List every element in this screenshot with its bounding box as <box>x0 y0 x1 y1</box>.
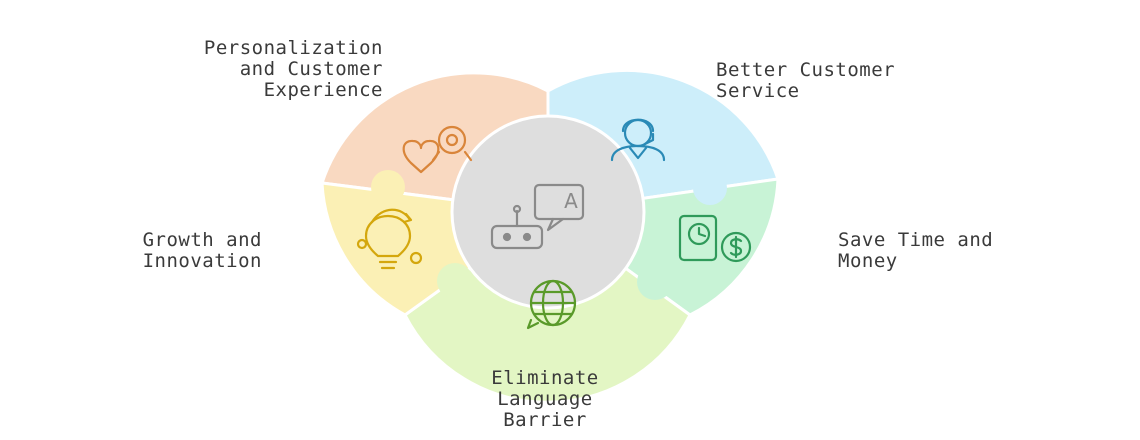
puzzle-nub <box>437 263 473 299</box>
label-growth-innovation: Growth and Innovation <box>142 229 262 272</box>
robot-translate-icon: A <box>490 183 585 250</box>
hub-circle <box>450 114 646 310</box>
label-save-time-money: Save Time and Money <box>838 229 994 272</box>
puzzle-nub <box>371 170 405 204</box>
lightbulb-icon <box>356 208 423 270</box>
heart-hand-icon <box>402 125 473 174</box>
support-agent-icon <box>610 118 666 162</box>
globe-chat-icon <box>526 279 577 330</box>
clock-dollar-icon <box>678 214 752 263</box>
puzzle-nub <box>637 264 673 300</box>
hub-glyph: A <box>564 189 578 213</box>
label-personalization: Personalization and Customer Experience <box>203 37 383 101</box>
puzzle-nub <box>693 171 727 205</box>
label-language-barrier: Eliminate Language Barrier <box>491 367 599 431</box>
label-customer-service: Better Customer Service <box>716 59 896 102</box>
